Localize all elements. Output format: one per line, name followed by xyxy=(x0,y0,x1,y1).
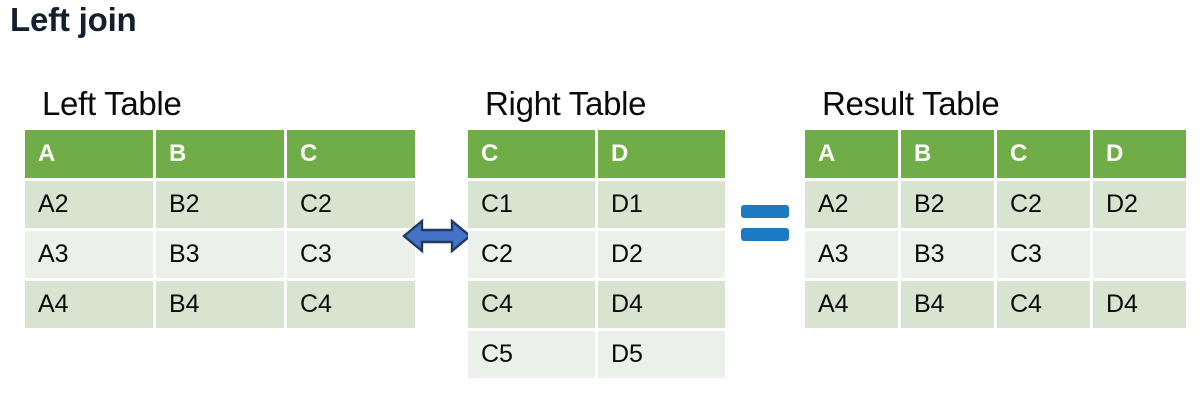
table-cell: D1 xyxy=(598,181,725,228)
table-cell: C2 xyxy=(997,181,1090,228)
table-cell: D4 xyxy=(1093,281,1186,328)
result-table-caption: Result Table xyxy=(822,85,1000,122)
table-cell: C2 xyxy=(287,181,415,228)
column-header: C xyxy=(468,130,595,178)
column-header: A xyxy=(805,130,898,178)
table-cell: B2 xyxy=(156,181,284,228)
table-cell: D4 xyxy=(598,281,725,328)
table-cell: B2 xyxy=(901,181,994,228)
column-header: C xyxy=(997,130,1090,178)
column-header: C xyxy=(287,130,415,178)
table-cell: C5 xyxy=(468,331,595,378)
equals-icon xyxy=(741,199,789,247)
table-cell: A2 xyxy=(805,181,898,228)
table-cell: A4 xyxy=(805,281,898,328)
table-cell xyxy=(1093,231,1186,278)
left-table-caption: Left Table xyxy=(42,85,182,122)
column-header: B xyxy=(156,130,284,178)
table-cell: B4 xyxy=(156,281,284,328)
table-cell: C4 xyxy=(997,281,1090,328)
column-header: D xyxy=(1093,130,1186,178)
column-header: D xyxy=(598,130,725,178)
table-cell: D2 xyxy=(598,231,725,278)
table-cell: A3 xyxy=(25,231,153,278)
right-table-caption: Right Table xyxy=(485,85,647,122)
table-cell: C1 xyxy=(468,181,595,228)
column-header: B xyxy=(901,130,994,178)
table-cell: C3 xyxy=(287,231,415,278)
table-cell: C2 xyxy=(468,231,595,278)
table-cell: A4 xyxy=(25,281,153,328)
table-cell: C4 xyxy=(287,281,415,328)
table-cell: D5 xyxy=(598,331,725,378)
equals-bar-bottom xyxy=(741,228,789,241)
table-cell: C3 xyxy=(997,231,1090,278)
equals-bar-top xyxy=(741,205,789,218)
table-cell: A2 xyxy=(25,181,153,228)
table-cell: C4 xyxy=(468,281,595,328)
page-title: Left join xyxy=(10,1,137,38)
table-cell: A3 xyxy=(805,231,898,278)
table-cell: B3 xyxy=(156,231,284,278)
table-cell: B3 xyxy=(901,231,994,278)
double-headed-arrow-icon xyxy=(402,214,472,258)
table-cell: D2 xyxy=(1093,181,1186,228)
column-header: A xyxy=(25,130,153,178)
table-cell: B4 xyxy=(901,281,994,328)
